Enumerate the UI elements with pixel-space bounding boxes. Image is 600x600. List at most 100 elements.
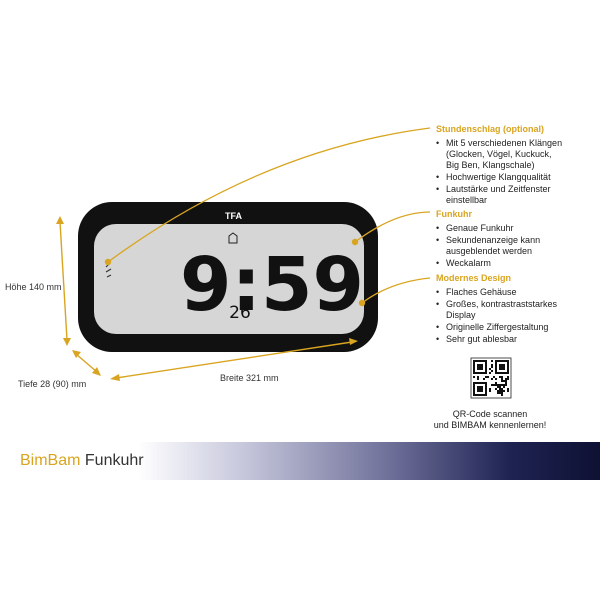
qr-module [473, 376, 475, 378]
qr-module [493, 384, 495, 386]
qr-module [489, 368, 491, 370]
feature-item: Großes, kontrastraststarkes Display [436, 299, 576, 321]
clock-time: 9:59 [180, 242, 364, 328]
qr-finder [477, 386, 483, 392]
feature-item: Hochwertige Klangqualität [436, 172, 566, 183]
feature-item: Sekundenanzeige kann ausgeblendet werden [436, 235, 571, 257]
qr-module [503, 386, 505, 388]
qr-module [497, 386, 499, 388]
qr-module [499, 386, 501, 388]
qr-module [495, 384, 497, 386]
product-name-accent: BimBam [20, 452, 81, 469]
feature-item: Originelle Ziffergestaltung [436, 322, 576, 333]
qr-module [505, 384, 507, 386]
callout-line-chime [107, 127, 431, 263]
qr-module [495, 378, 497, 380]
callout-line-design [361, 277, 431, 304]
feature-item: Genaue Funkuhr [436, 223, 571, 234]
feature-design-title: Modernes Design [436, 273, 512, 283]
feature-item: Sehr gut ablesbar [436, 334, 576, 345]
qr-module [491, 378, 493, 380]
qr-module [477, 376, 479, 378]
qr-module [507, 388, 509, 390]
width-label: Breite 321 mm [220, 373, 279, 383]
callout-line-radio [354, 211, 431, 243]
qr-module [495, 388, 497, 390]
feature-item: Lautstärke und Zeitfenster einstellbar [436, 184, 556, 206]
qr-module [507, 378, 509, 380]
qr-module [503, 380, 505, 382]
feature-item: Mit 5 verschiedenen Klängen (Glocken, Vö… [436, 138, 566, 171]
feature-chime-title: Stundenschlag (optional) [436, 124, 544, 134]
feature-radio-title: Funkuhr [436, 209, 472, 219]
qr-module [499, 390, 501, 392]
feature-radio: Funkuhr Genaue Funkuhr Sekundenanzeige k… [436, 209, 571, 270]
bell-icon [228, 232, 238, 244]
clock-seconds: 26 [229, 303, 251, 323]
qr-finder [499, 364, 505, 370]
brand-logo: TFA [225, 211, 242, 221]
qr-module [499, 384, 501, 386]
qr-module [487, 376, 489, 378]
product-banner [0, 442, 600, 480]
qr-module [497, 392, 499, 394]
qr-module [491, 360, 493, 362]
depth-arrow [75, 353, 98, 373]
qr-code [470, 357, 512, 399]
callout-lines [107, 127, 431, 304]
qr-module [489, 390, 491, 392]
qr-module [489, 388, 491, 390]
qr-module [499, 376, 501, 378]
feature-design-list: Flaches Gehäuse Großes, kontrastraststar… [436, 287, 576, 345]
feature-item: Flaches Gehäuse [436, 287, 576, 298]
clock-display [94, 224, 364, 334]
qr-module [497, 384, 499, 386]
qr-module [501, 392, 503, 394]
qr-module [505, 382, 507, 384]
qr-module [501, 380, 503, 382]
qr-module [501, 388, 503, 390]
dimension-arrows [56, 216, 358, 381]
feature-item: Weckalarm [436, 258, 571, 269]
qr-module [499, 388, 501, 390]
qr-module [505, 378, 507, 380]
feature-chime-list: Mit 5 verschiedenen Klängen (Glocken, Vö… [436, 138, 566, 206]
qr-module [489, 372, 491, 374]
qr-module [477, 378, 479, 380]
qr-caption-line2: und BIMBAM kennenlernen! [433, 420, 547, 430]
callout-dots [104, 238, 366, 307]
qr-module [501, 390, 503, 392]
qr-module [495, 382, 497, 384]
depth-label: Tiefe 28 (90) mm [18, 379, 87, 389]
qr-module [491, 366, 493, 368]
callout-dot [104, 258, 112, 266]
height-arrow [59, 221, 68, 341]
qr-module [497, 390, 499, 392]
qr-module [507, 390, 509, 392]
qr-module [499, 392, 501, 394]
qr-module [483, 378, 485, 380]
width-arrow [115, 341, 353, 379]
feature-design: Modernes Design Flaches Gehäuse Großes, … [436, 273, 576, 346]
product-name-rest: Funkuhr [84, 452, 144, 469]
qr-module [501, 376, 503, 378]
qr-module [493, 376, 495, 378]
qr-module [491, 384, 493, 386]
qr-caption: QR-Code scannen und BIMBAM kennenlernen! [420, 409, 560, 431]
product-name: BimBam Funkuhr [20, 452, 144, 470]
callout-dot [358, 299, 366, 307]
clock: TFA 9:59 26 [78, 202, 378, 352]
qr-module [507, 376, 509, 378]
qr-module [491, 364, 493, 366]
feature-radio-list: Genaue Funkuhr Sekundenanzeige kann ausg… [436, 223, 571, 269]
qr-module [491, 370, 493, 372]
qr-module [485, 376, 487, 378]
qr-finder [477, 364, 483, 370]
qr-module [503, 390, 505, 392]
qr-module [501, 394, 503, 396]
qr-module [501, 384, 503, 386]
height-label: Höhe 140 mm [5, 282, 62, 292]
feature-chime: Stundenschlag (optional) Mit 5 verschied… [436, 124, 566, 207]
qr-module [501, 378, 503, 380]
